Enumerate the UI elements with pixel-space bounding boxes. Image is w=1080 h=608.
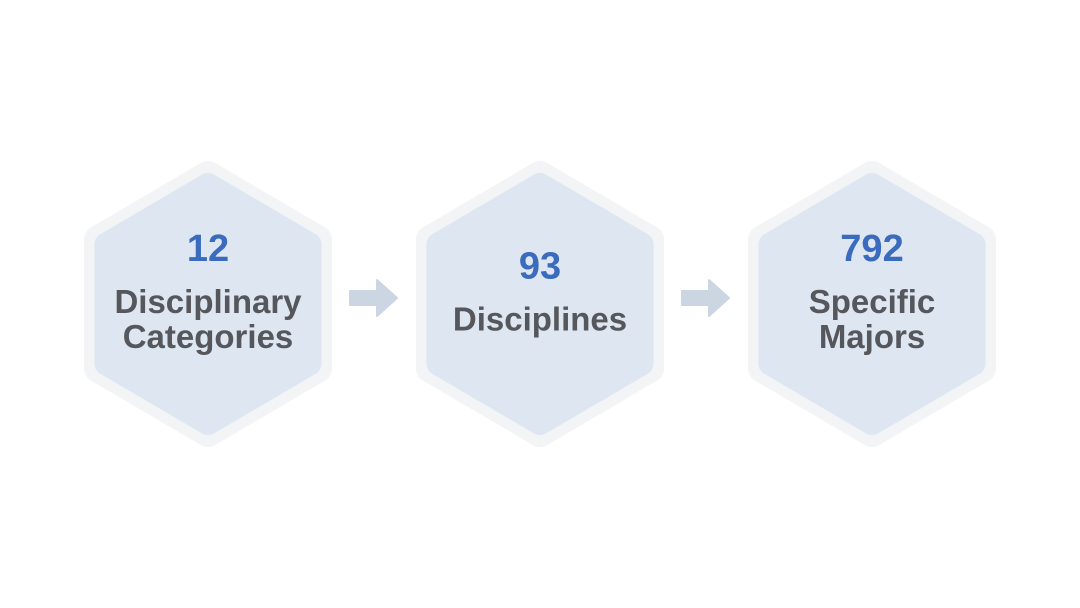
right-arrow-icon [681, 279, 730, 317]
hexagon-shape [748, 161, 996, 447]
hexagon-flow-diagram: 12 Disciplinary Categories 93 Discipline… [84, 161, 996, 447]
hex-number: 93 [518, 245, 562, 288]
right-arrow-glyph [681, 279, 730, 317]
hex-label: Specific Majors [808, 282, 936, 355]
hex-content: 12 Disciplinary Categories [96, 228, 321, 355]
hex-label: Disciplines [452, 300, 628, 338]
hexagon-shape [84, 161, 332, 447]
hex-content: 792 Specific Majors [760, 228, 985, 355]
hex-node-specific-majors: 792 Specific Majors [748, 161, 996, 447]
hex-label: Disciplinary Categories [114, 282, 302, 355]
hex-node-disciplinary-categories: 12 Disciplinary Categories [84, 161, 332, 447]
hex-number: 792 [840, 228, 904, 271]
right-arrow-icon [349, 279, 398, 317]
hexagon-body [94, 173, 322, 435]
hex-node-disciplines: 93 Disciplines [416, 161, 664, 447]
hexagon-body [758, 173, 986, 435]
hex-content: 93 Disciplines [428, 245, 653, 338]
right-arrow-glyph [349, 279, 398, 317]
hex-number: 12 [186, 228, 230, 271]
hexagon-body [426, 173, 654, 435]
hexagon-shape [416, 161, 664, 447]
